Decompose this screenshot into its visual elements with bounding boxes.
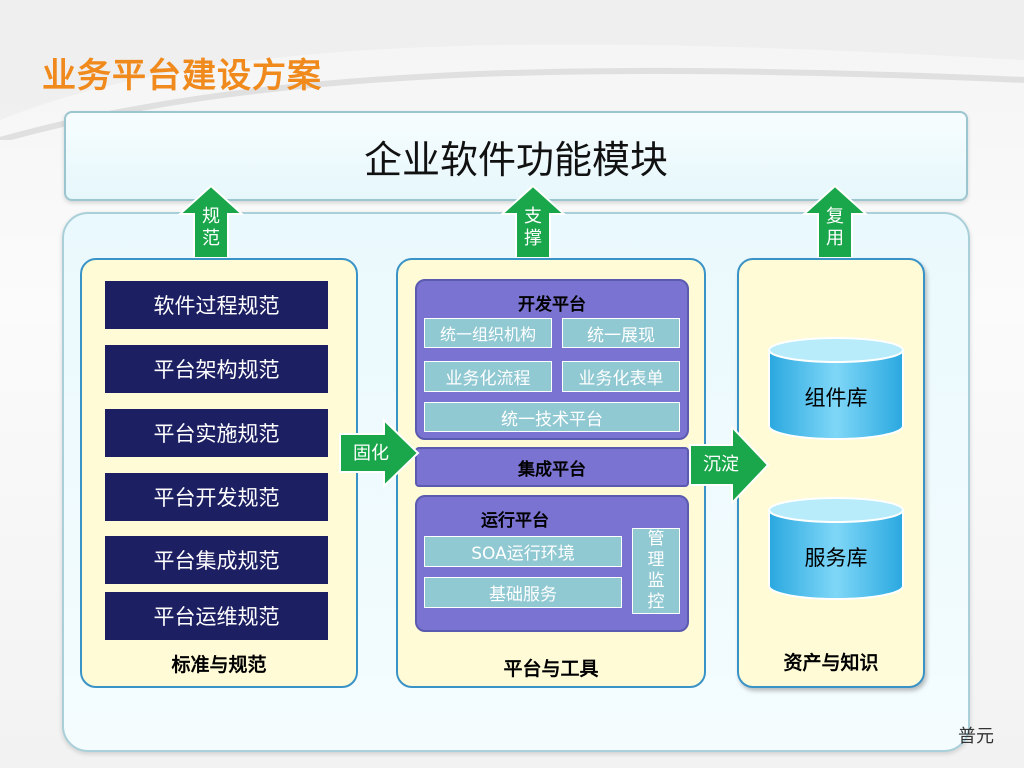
top-module-box (64, 111, 968, 201)
platform-tools-column-label: 平台与工具 (503, 658, 599, 680)
integration-platform: 集成平台 (415, 447, 689, 487)
standard-item: 平台集成规范 (105, 536, 328, 584)
dev-chip: 统一展现 (562, 318, 680, 348)
up-arrow-reuse-label: 复用 (826, 206, 844, 249)
top-module-label: 企业软件功能模块 (363, 137, 668, 182)
dev-chip: 统一组织机构 (424, 318, 552, 348)
standard-item: 平台实施规范 (105, 409, 328, 457)
up-arrow-support-label: 支撑 (524, 206, 542, 249)
right-arrow-solidify-label: 固化 (353, 443, 389, 464)
standard-item: 软件过程规范 (105, 281, 328, 329)
right-arrow-solidify (339, 418, 420, 488)
management-monitor-chip: 管 理 监 控 (632, 528, 680, 614)
assets-column-label: 资产与知识 (783, 652, 879, 674)
dev-chip: 业务化流程 (424, 361, 552, 392)
page-title: 业务平台建设方案 (42, 56, 322, 96)
standard-item: 平台架构规范 (105, 345, 328, 393)
assets-column (737, 258, 925, 688)
service-repo-label: 服务库 (804, 546, 868, 570)
right-arrow-accumulate (689, 425, 770, 505)
runtime-platform-title: 运行平台 (481, 511, 549, 531)
component-repo-label: 组件库 (804, 386, 868, 410)
standards-column-label: 标准与规范 (171, 654, 267, 676)
dev-chip: 统一技术平台 (424, 402, 680, 432)
standard-item: 平台运维规范 (105, 592, 328, 640)
up-arrow-standard-label: 规范 (202, 206, 220, 249)
right-arrow-accumulate-label: 沉淀 (703, 454, 739, 475)
dev-chip: 业务化表单 (562, 361, 680, 392)
runtime-chip: 基础服务 (424, 577, 622, 608)
runtime-chip: SOA运行环境 (424, 536, 622, 567)
dev-platform-title: 开发平台 (518, 295, 586, 315)
component-repo-cylinder (768, 337, 904, 440)
service-repo-cylinder (768, 497, 904, 600)
standard-item: 平台开发规范 (105, 473, 328, 521)
brand-watermark: 普元 (958, 726, 994, 747)
